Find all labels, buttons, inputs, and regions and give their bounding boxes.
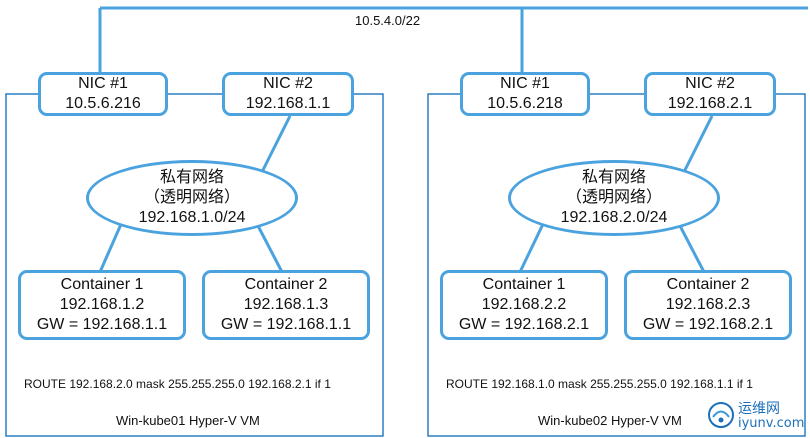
private-net-subnet: 192.168.1.0/24	[138, 209, 246, 226]
private-net-subnet: 192.168.2.0/24	[560, 209, 668, 226]
container-gateway: GW = 192.168.1.1	[36, 316, 168, 333]
vm2-container-1: Container 1 192.168.2.2 GW = 192.168.2.1	[440, 270, 608, 340]
vm2-nic1-box: NIC #1 10.5.6.218	[460, 72, 590, 116]
nic-name: NIC #1	[78, 75, 128, 92]
vm2-route-entry: ROUTE 192.168.1.0 mask 255.255.255.0 192…	[446, 377, 753, 391]
nic-ip: 10.5.6.216	[65, 95, 141, 112]
vm1-nic2-to-net	[260, 115, 292, 173]
vm2-net-to-c1	[518, 221, 546, 273]
container-name: Container 2	[244, 276, 328, 293]
vm1-frame	[5, 93, 384, 437]
private-net-type: （透明网络）	[143, 189, 240, 206]
vm1-container-2: Container 2 192.168.1.3 GW = 192.168.1.1	[202, 270, 370, 340]
site-watermark: 运维网 iyunv.com	[704, 398, 804, 432]
vm2-nic2-to-net	[682, 115, 714, 173]
watermark-logo-icon	[708, 402, 734, 428]
vm2-container-2: Container 2 192.168.2.3 GW = 192.168.2.1	[624, 270, 792, 340]
container-gateway: GW = 192.168.2.1	[642, 316, 774, 333]
vm1-name: Win-kube01 Hyper-V VM	[116, 413, 260, 428]
container-name: Container 2	[666, 276, 750, 293]
vm2-nic2-box: NIC #2 192.168.2.1	[644, 72, 776, 116]
vm2-private-network: 私有网络 （透明网络） 192.168.2.0/24	[508, 160, 720, 236]
container-gateway: GW = 192.168.2.1	[458, 316, 590, 333]
vm2-name: Win-kube02 Hyper-V VM	[538, 413, 682, 428]
nic-ip: 192.168.1.1	[245, 95, 331, 112]
network-cidr-label: 10.5.4.0/22	[355, 13, 421, 28]
nic-ip: 192.168.2.1	[667, 95, 753, 112]
watermark-en-text: iyunv.com	[738, 416, 805, 431]
watermark-cn-text: 运维网	[738, 401, 780, 417]
vm1-net-to-c1	[98, 221, 124, 273]
container-ip: 192.168.2.3	[665, 296, 751, 313]
vm2-frame	[427, 93, 806, 437]
container-ip: 192.168.1.3	[243, 296, 329, 313]
vm1-nic2-box: NIC #2 192.168.1.1	[222, 72, 354, 116]
container-gateway: GW = 192.168.1.1	[220, 316, 352, 333]
container-ip: 192.168.1.2	[59, 296, 145, 313]
nic-name: NIC #2	[263, 75, 313, 92]
private-net-name: 私有网络	[581, 169, 646, 186]
vm1-container-1: Container 1 192.168.1.2 GW = 192.168.1.1	[18, 270, 186, 340]
private-net-name: 私有网络	[159, 169, 224, 186]
vm1-net-to-c2	[254, 221, 284, 273]
container-name: Container 1	[482, 276, 566, 293]
container-name: Container 1	[60, 276, 144, 293]
vm1-route-entry: ROUTE 192.168.2.0 mask 255.255.255.0 192…	[24, 377, 331, 391]
nic-name: NIC #2	[685, 75, 735, 92]
vm1-nic1-box: NIC #1 10.5.6.216	[38, 72, 168, 116]
vm2-net-to-c2	[676, 221, 706, 273]
nic-name: NIC #1	[500, 75, 550, 92]
vm1-private-network: 私有网络 （透明网络） 192.168.1.0/24	[86, 160, 298, 236]
nic-ip: 10.5.6.218	[487, 95, 563, 112]
private-net-type: （透明网络）	[565, 189, 662, 206]
container-ip: 192.168.2.2	[481, 296, 567, 313]
